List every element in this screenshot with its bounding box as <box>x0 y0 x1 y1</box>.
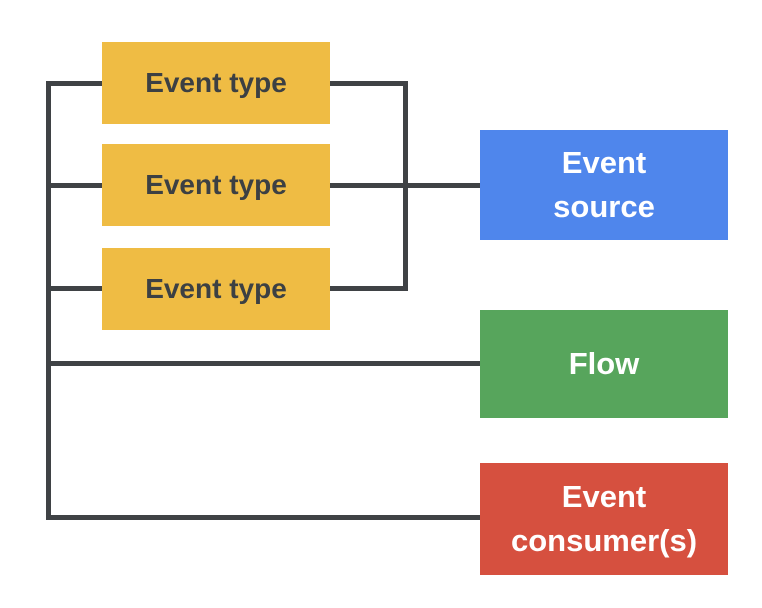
node-event-type-2-label: Event type <box>145 169 287 200</box>
node-event-source-label: Event source <box>553 145 655 224</box>
node-event-consumers-label: Event consumer(s) <box>510 479 698 558</box>
node-event-type-1: Event type <box>102 42 330 124</box>
connector-event-type-1-left <box>46 81 102 86</box>
node-event-type-3-label: Event type <box>145 273 287 304</box>
connector-right-bus-vertical <box>403 81 408 291</box>
node-event-type-3: Event type <box>102 248 330 330</box>
connector-event-consumers-horizontal <box>46 515 482 520</box>
connector-flow-horizontal <box>46 361 482 366</box>
connector-event-type-2-left <box>46 183 102 188</box>
connector-event-type-1-right <box>330 81 408 86</box>
connector-left-bus-vertical <box>46 81 51 520</box>
node-event-consumers: Event consumer(s) <box>480 463 728 575</box>
connector-event-type-3-left <box>46 286 102 291</box>
node-event-source: Event source <box>480 130 728 240</box>
node-event-type-2: Event type <box>102 144 330 226</box>
node-flow: Flow <box>480 310 728 418</box>
connector-event-type-3-right <box>330 286 408 291</box>
node-event-type-1-label: Event type <box>145 67 287 98</box>
node-flow-label: Flow <box>568 346 640 381</box>
